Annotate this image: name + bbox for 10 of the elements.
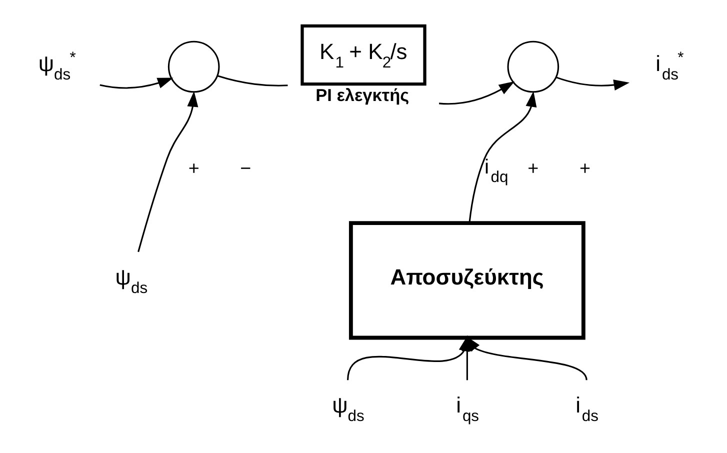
label: +: [528, 157, 539, 178]
node-text: ψ$_{ds}$: [332, 392, 364, 425]
label: −: [240, 157, 252, 178]
label: +: [580, 157, 591, 178]
edge-label: i$_{dq}$: [484, 156, 508, 186]
node-label: PI ελεγκτής: [316, 84, 410, 105]
node-text: i$_{ds}$: [576, 392, 598, 425]
node-text: i$_{qs}$: [456, 392, 480, 425]
node-text: ψ$_{ds}$: [115, 264, 148, 297]
label: +: [188, 157, 200, 178]
